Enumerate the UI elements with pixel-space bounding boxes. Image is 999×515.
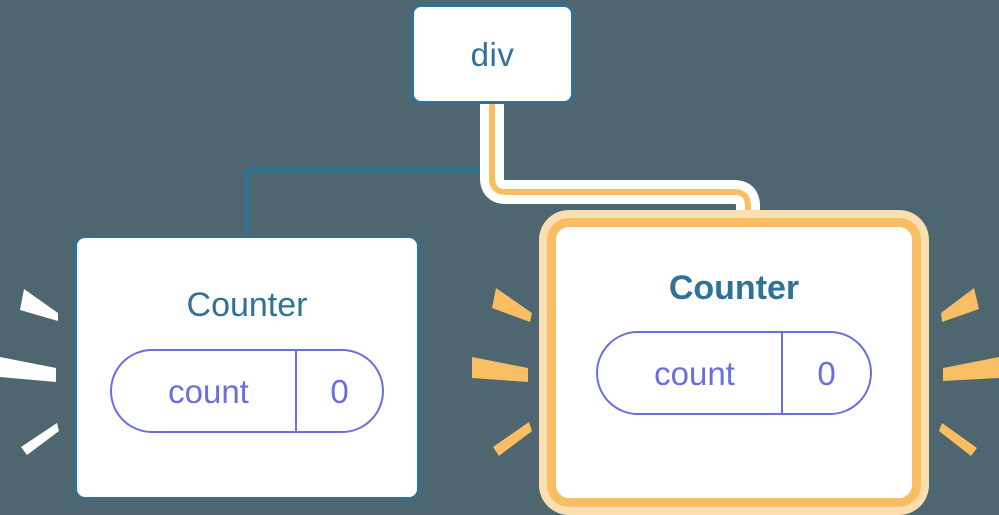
node-div[interactable]: div	[411, 4, 574, 104]
node-counter-right-label: Counter	[668, 269, 800, 307]
node-counter-left-label: Counter	[186, 286, 308, 324]
node-counter-left[interactable]: Counter count 0	[74, 235, 420, 500]
node-counter-right[interactable]: Counter count 0	[547, 218, 921, 507]
state-key: count	[654, 354, 735, 392]
edge-root-to-counter-right-halo	[480, 104, 760, 236]
state-divider	[295, 351, 297, 431]
edge-root-to-counter-left	[245, 104, 494, 236]
edge-root-to-counter-right	[489, 104, 751, 236]
state-value: 0	[330, 372, 349, 410]
state-key: count	[168, 372, 249, 410]
state-divider	[781, 333, 783, 413]
node-div-label: div	[470, 35, 515, 73]
state-pill-counter-left: count 0	[110, 349, 384, 433]
state-pill-counter-right: count 0	[596, 331, 872, 415]
state-value: 0	[817, 354, 836, 392]
